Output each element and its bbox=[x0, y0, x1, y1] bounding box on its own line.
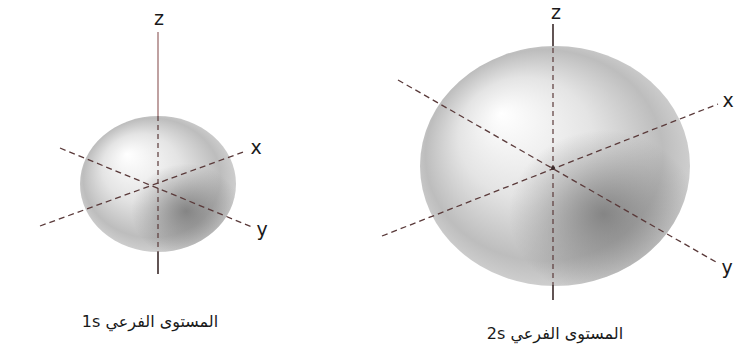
z-axis bbox=[157, 32, 159, 116]
sphere bbox=[420, 46, 690, 286]
z-axis bbox=[157, 116, 158, 252]
axis-label: z bbox=[154, 8, 164, 29]
y-axis bbox=[60, 148, 252, 227]
orbital-1s bbox=[40, 32, 252, 274]
sphere bbox=[80, 116, 236, 252]
axis-label: y bbox=[256, 219, 267, 240]
x-axis bbox=[382, 104, 718, 236]
orbital-2s bbox=[382, 24, 718, 300]
x-axis bbox=[40, 151, 246, 226]
axis-label: y bbox=[721, 257, 732, 278]
z-axis bbox=[552, 24, 554, 48]
axis-label: x bbox=[722, 90, 733, 111]
axis-label: x bbox=[250, 137, 261, 158]
z-axis bbox=[552, 285, 554, 300]
orbital-caption: المستوى الفرعي 1s bbox=[82, 313, 218, 331]
z-axis bbox=[157, 252, 159, 274]
axis-label: z bbox=[551, 2, 561, 23]
orbital-caption: المستوى الفرعي 2s bbox=[487, 325, 623, 343]
sphere-shade bbox=[80, 116, 236, 252]
nucleus-dot bbox=[551, 166, 555, 170]
sphere-shade bbox=[420, 46, 690, 286]
y-axis bbox=[398, 80, 716, 262]
